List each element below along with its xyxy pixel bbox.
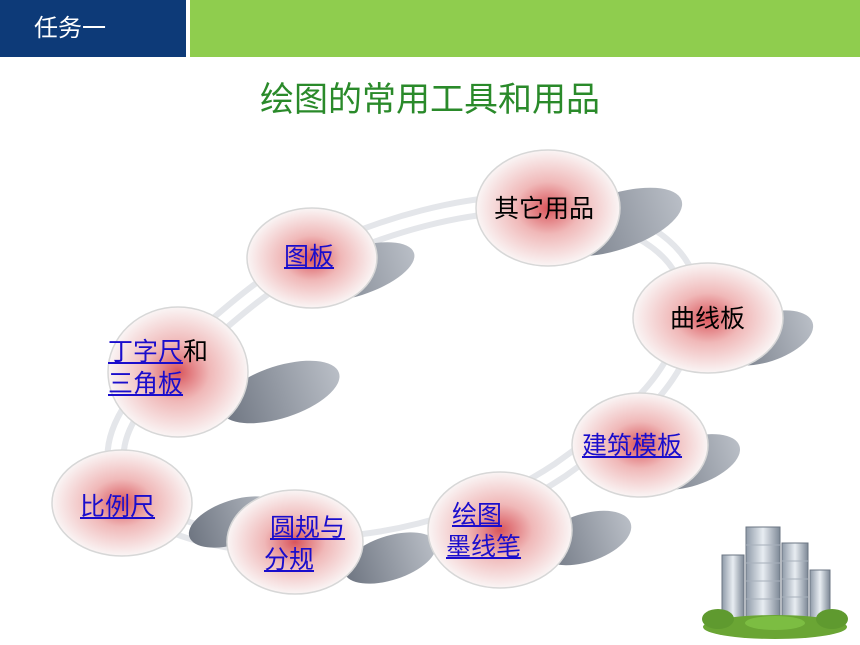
buildings-illustration — [702, 526, 848, 639]
top-bar: 任务一 — [0, 0, 860, 57]
node-scale: 比例尺 — [80, 491, 155, 523]
node-pen: 绘图 墨线笔 — [446, 499, 521, 563]
node-tsquare: 丁字尺和 三角板 — [108, 336, 208, 400]
bubble-compass — [226, 489, 364, 595]
bubble-other — [475, 149, 621, 267]
section-tab-label: 任务一 — [34, 14, 106, 42]
node-board: 图板 — [284, 241, 334, 273]
section-tab — [0, 0, 186, 57]
board-link[interactable]: 图板 — [284, 242, 335, 271]
pen-link-line2[interactable]: 墨线笔 — [446, 532, 522, 561]
and-text: 和 — [183, 337, 209, 366]
compass-link-line2[interactable]: 分规 — [264, 545, 315, 574]
tab-separator — [186, 0, 190, 57]
node-template: 建筑模板 — [582, 430, 682, 462]
bubble-curve — [632, 262, 784, 374]
node-other-label: 其它用品 — [494, 194, 595, 223]
node-curve-label: 曲线板 — [670, 304, 746, 333]
triangle-link[interactable]: 三角板 — [108, 369, 184, 398]
node-compass: 圆规与 分规 — [264, 512, 345, 576]
bubble-scale — [51, 449, 193, 557]
pen-link-line1[interactable]: 绘图 — [452, 500, 503, 529]
tsquare-link[interactable]: 丁字尺 — [108, 337, 184, 366]
bubble-tsquare — [107, 306, 249, 438]
page-title: 绘图的常用工具和用品 — [260, 80, 600, 120]
node-bubbles — [51, 149, 784, 595]
scale-link[interactable]: 比例尺 — [80, 492, 156, 521]
bubble-board — [246, 207, 378, 309]
template-link[interactable]: 建筑模板 — [582, 431, 683, 460]
bubble-template — [571, 392, 709, 498]
bubble-pen — [427, 471, 573, 589]
compass-link-line1[interactable]: 圆规与 — [270, 513, 346, 542]
accent-bar — [190, 0, 860, 57]
